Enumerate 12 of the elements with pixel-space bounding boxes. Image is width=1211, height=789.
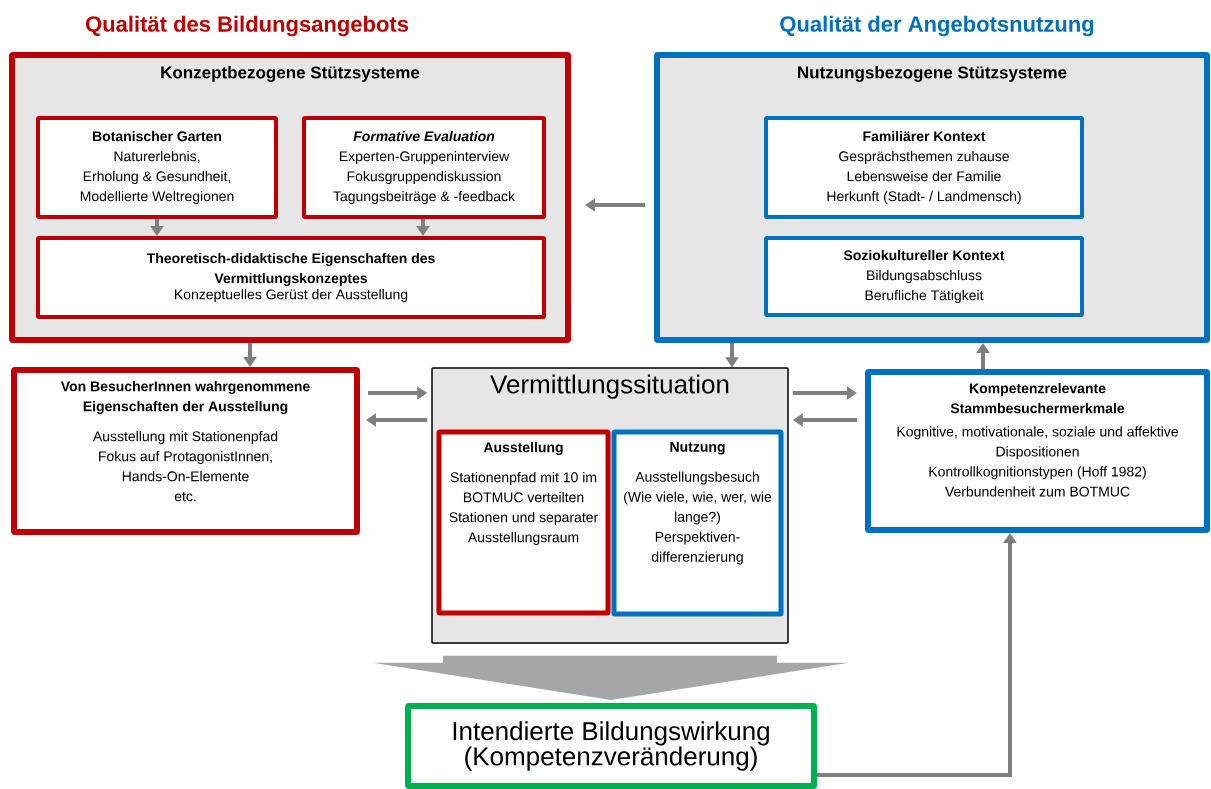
content-box: Ausstellung Stationenpfad mit 10 im BOTMUC verteilten Stationen und separater Ausstellungsraum [436,429,611,616]
content-box: Botanischer Garten Naturerlebnis, Erholung & Gesundheit, Modellierte Weltregionen [36,116,278,219]
content-box: Formative Evaluation Experten-Gruppeninterview Fokusgruppendiskussion Tagungsbeiträge & -feedback [302,116,546,219]
content-box: Nutzung Ausstellungsbesuch (Wie viele, wie, wer, wie lange?) Perspektiven- differenzierung [611,429,784,617]
section-heading: Qualität des Bildungsangebots [85,15,409,37]
content-box: Von BesucherInnen wahrgenommene Eigenschaften der Ausstellung Ausstellung mit Stationenpfad Fokus auf ProtagonistInnen, Hands-On-Elemente etc. [11,367,360,535]
content-box: Familiärer Kontext Gesprächsthemen zuhause Lebensweise der Familie Herkunft (Stadt- / Landmensch) [764,116,1084,219]
content-box: Theoretisch-didaktische Eigenschaften des Vermittlungskonzeptes Konzeptuelles Gerüst der Ausstellung [36,236,546,319]
section-heading: Qualität der Angebotsnutzung [780,15,1094,37]
content-box: Soziokultureller Kontext Bildungsabschluss Berufliche Tätigkeit [764,236,1084,317]
content-box: Kompetenzrelevante Stammbesuchermerkmale Kognitive, motivationale, soziale und affektive Dispositionen Kontrollkognitionstypen (Hoff 1982) Verbundenheit zum BOTMUC [865,369,1210,533]
outcome-box: Intendierte Bildungswirkung (Kompetenzveränderung) [405,703,817,789]
